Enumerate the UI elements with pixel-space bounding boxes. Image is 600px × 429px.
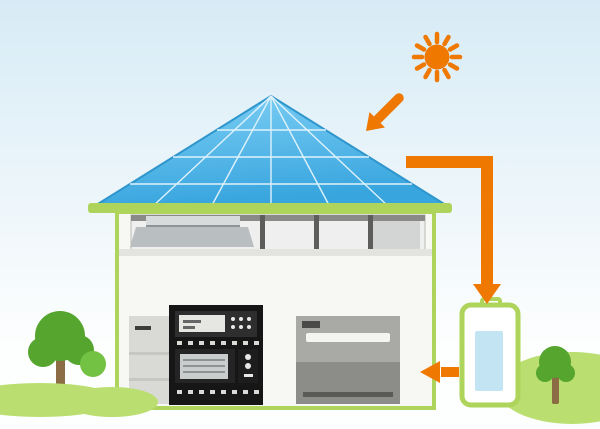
mid-button-row	[177, 341, 259, 345]
dishwasher-handle-slot	[306, 333, 390, 342]
bottom-button-row	[177, 390, 259, 394]
arrow-sun-to-roof	[366, 93, 404, 131]
cabinet-handle	[135, 326, 151, 330]
dishwasher-lower-panel	[296, 362, 400, 404]
window-dividers	[260, 215, 373, 251]
energy-flow-arrows	[366, 93, 501, 383]
sun-disc	[424, 44, 450, 70]
arrow-roof-to-battery	[406, 156, 501, 304]
tree-canopy-right	[536, 346, 575, 382]
microwave-side-knobs	[244, 354, 253, 377]
bush-left-small	[80, 351, 106, 377]
hood-body	[130, 227, 254, 247]
arrow-battery-to-home	[420, 361, 459, 383]
dishwasher-control	[302, 321, 320, 328]
tree-trunk-right	[552, 376, 559, 404]
microwave-window-lines	[183, 359, 225, 373]
panel-buttons	[231, 317, 251, 329]
second-floor-windows	[130, 214, 426, 252]
tree-canopy-left	[28, 311, 94, 367]
hood-shadow-line	[146, 225, 240, 228]
cabinet-drawer-lines	[129, 352, 169, 381]
storage-battery	[459, 297, 521, 408]
display-screen	[179, 315, 225, 332]
dishwasher-unit	[296, 316, 400, 404]
sun-icon	[411, 31, 463, 83]
roof-panel-grid	[130, 95, 412, 208]
dishwasher-vent-groove	[303, 392, 393, 397]
left-trees	[0, 311, 158, 417]
floor-divider	[119, 249, 432, 256]
window-top-rail	[131, 215, 425, 221]
range-hood	[130, 216, 254, 247]
house	[88, 203, 452, 410]
roof-eave-trim	[88, 203, 452, 213]
sun-rays	[411, 31, 463, 83]
display-text-dashes	[183, 320, 201, 329]
oven-microwave-stack	[169, 305, 263, 405]
window-pane-dark	[368, 221, 420, 251]
ground-mounds-left	[0, 383, 158, 417]
right-trees	[497, 346, 600, 424]
hood-top	[146, 216, 240, 227]
kitchen-appliances	[129, 305, 400, 405]
battery-screen	[475, 331, 503, 391]
